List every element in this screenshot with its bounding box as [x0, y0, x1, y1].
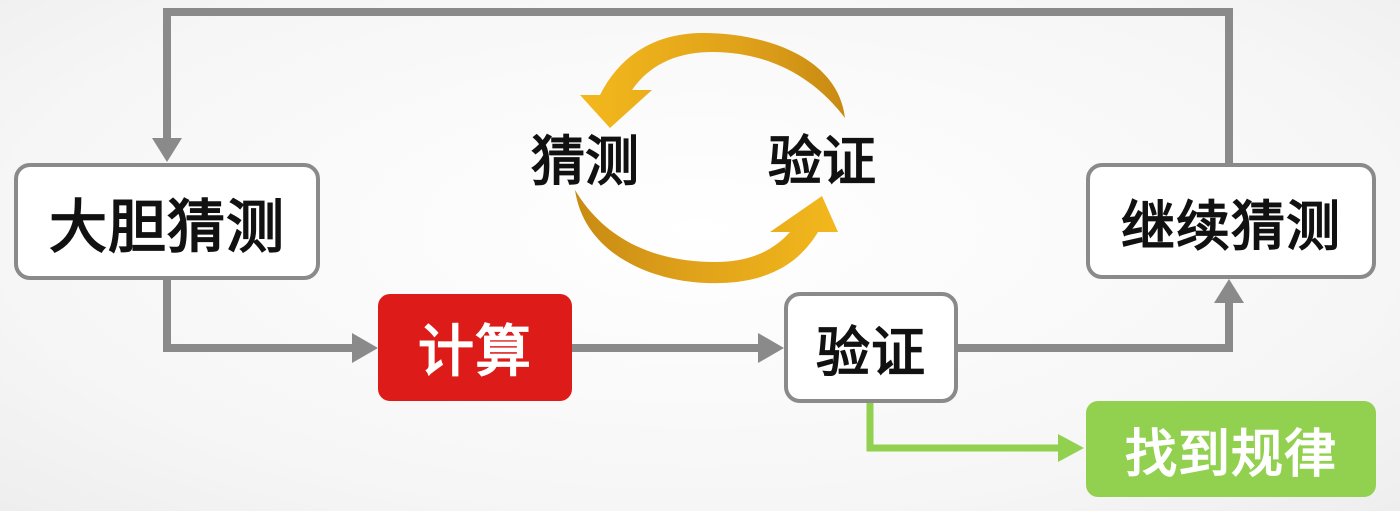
guess-to-compute-connector [163, 280, 355, 352]
verify-to-continue-arrowhead [1214, 279, 1244, 303]
node-bold-guess: 大胆猜测 [14, 163, 320, 280]
cycle-label-guess: 猜测 [531, 130, 639, 193]
node-compute: 计算 [378, 294, 572, 401]
feedback-connector [163, 8, 1233, 163]
cycle-bottom-arc-icon [575, 190, 838, 284]
compute-to-verify-arrowhead [758, 333, 784, 363]
feedback-arrowhead [152, 138, 182, 162]
node-continue-guess: 继续猜测 [1086, 163, 1376, 279]
verify-to-pattern-connector [866, 402, 1062, 452]
verify-to-pattern-arrowhead [1058, 434, 1084, 462]
cycle-top-arc-icon [580, 32, 845, 128]
verify-to-continue-connector [958, 302, 1233, 352]
guess-to-compute-arrowhead [352, 333, 378, 363]
node-find-pattern: 找到规律 [1086, 401, 1376, 497]
cycle-label-verify: 验证 [768, 130, 876, 193]
node-verify: 验证 [784, 292, 958, 403]
